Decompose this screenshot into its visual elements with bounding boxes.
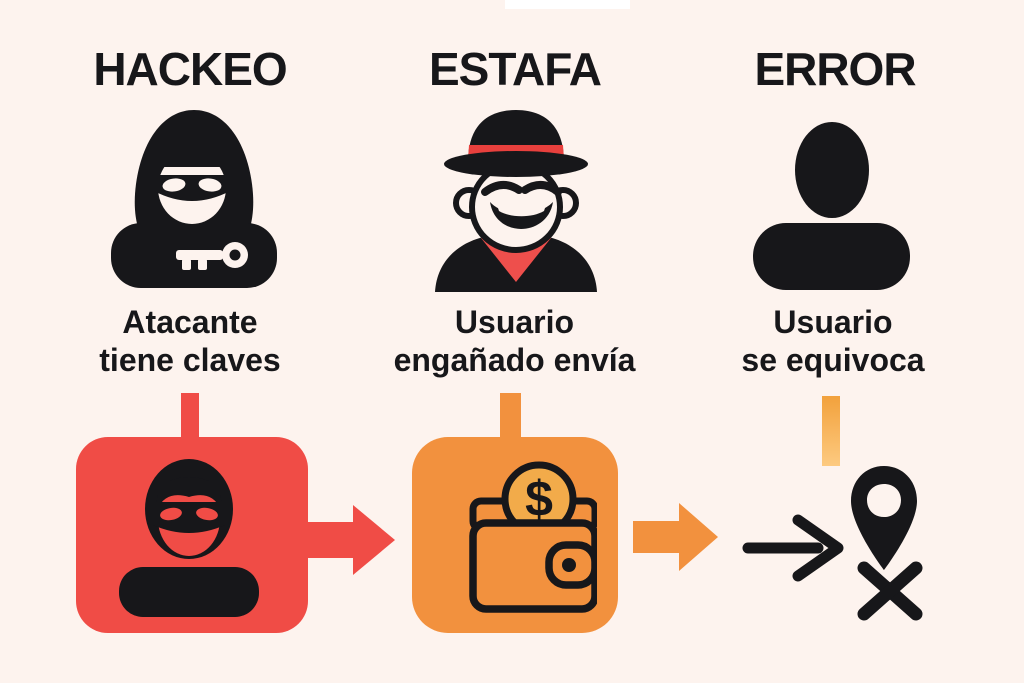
connector-estafa xyxy=(500,393,521,439)
scammer-fedora-icon xyxy=(435,110,597,292)
shoulders-shape xyxy=(119,567,259,617)
head-shape xyxy=(795,122,869,218)
hood-edge xyxy=(156,148,228,167)
shoulders-shape xyxy=(753,223,910,290)
column-title-hackeo: HACKEO xyxy=(93,43,287,95)
teeth-shape xyxy=(497,205,546,217)
column-title-estafa: ESTAFA xyxy=(428,43,602,95)
location-pin-icon xyxy=(851,466,917,570)
clasp-button xyxy=(562,558,576,572)
person-silhouette-icon xyxy=(753,122,910,290)
eye-right xyxy=(521,181,562,196)
coin-dollar-symbol: $ xyxy=(525,471,553,527)
eye-right xyxy=(198,178,222,192)
column-title-error: ERROR xyxy=(754,43,916,95)
fringe-shape xyxy=(155,477,223,515)
hooded-hacker-key-icon xyxy=(111,110,277,288)
caption-estafa: Usuario engañado envía xyxy=(352,303,677,379)
caption-line: engañado envía xyxy=(393,342,636,378)
top-notch xyxy=(505,0,630,9)
connector-hackeo xyxy=(181,393,199,439)
wallet-coin-icon: $ xyxy=(469,461,597,613)
caption-line: tiene claves xyxy=(99,342,281,378)
caption-line: Atacante xyxy=(122,304,258,340)
orange-arrow-right-icon xyxy=(633,503,718,571)
black-arrow-right-icon xyxy=(742,514,844,582)
caption-line: Usuario xyxy=(454,304,575,340)
eye-left xyxy=(162,178,186,192)
eye-left xyxy=(160,507,182,521)
hat-brim xyxy=(444,151,588,177)
eye-left xyxy=(481,181,523,196)
caption-error: Usuario se equivoca xyxy=(683,303,983,379)
caption-hackeo: Atacante tiene claves xyxy=(40,303,340,379)
caption-line: se equivoca xyxy=(741,342,925,378)
red-arrow-right-icon xyxy=(303,505,395,575)
key-icon xyxy=(176,242,248,270)
eye-right xyxy=(196,507,218,521)
x-mark-icon xyxy=(857,561,923,621)
caption-line: Usuario xyxy=(773,304,893,340)
pin-shape xyxy=(851,466,917,570)
masked-thief-icon xyxy=(119,459,259,617)
connector-error xyxy=(822,396,840,466)
